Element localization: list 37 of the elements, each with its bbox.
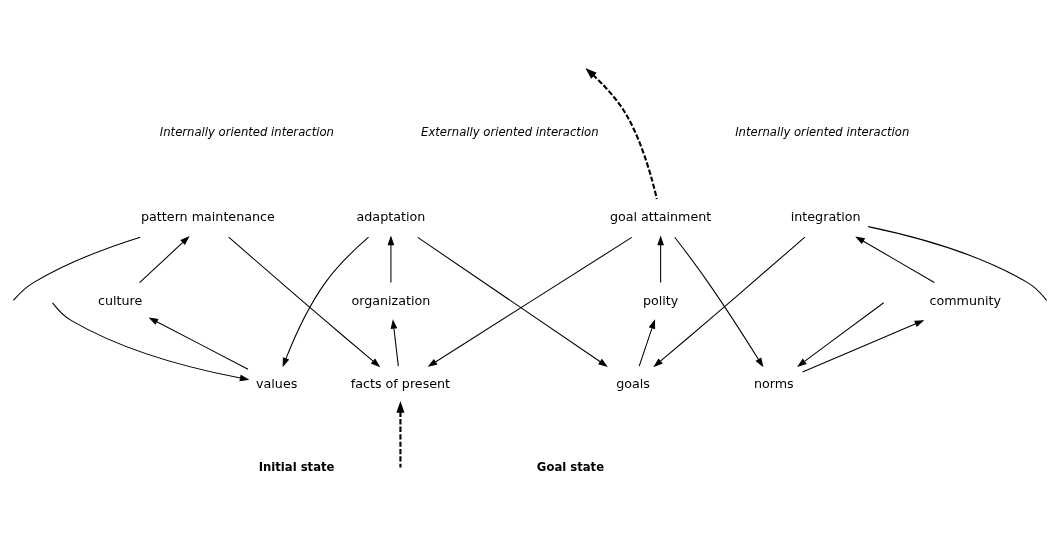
arrow [148,316,249,370]
arrow [797,301,885,367]
node-text: goals [616,375,650,391]
arrow [390,318,399,367]
label: Internally oriented interaction [159,124,334,139]
node-text: polity [642,292,679,308]
arrow [653,236,806,367]
node-text: integration [790,208,861,224]
arrow [396,400,405,468]
node-text: organization [351,292,431,308]
node-text: adaptation [356,208,426,224]
arrow [282,236,370,367]
arrow [585,67,658,199]
arrow [52,301,250,381]
arrow [802,319,925,372]
label: Goal state [536,459,605,474]
node-text: culture [98,292,143,308]
arrow [657,235,664,283]
label: Externally oriented interaction [421,124,599,139]
arrow [387,235,395,283]
node-text: goal attainment [609,208,712,224]
connector [12,236,141,301]
label: Initial state [258,459,335,474]
node-text: facts of present [350,375,451,391]
arrow [855,235,935,283]
node-text: pattern maintenance [141,208,275,224]
arrow [427,236,633,367]
node-text: community [929,292,1001,308]
label: Internally oriented interaction [735,124,910,139]
connector [867,225,1048,301]
arrow [674,236,764,367]
arrow [139,235,190,283]
arrow [417,236,608,367]
arrow [228,236,381,367]
arrow [638,318,656,367]
node-text: values [256,375,298,391]
node-text: norms [753,375,794,391]
